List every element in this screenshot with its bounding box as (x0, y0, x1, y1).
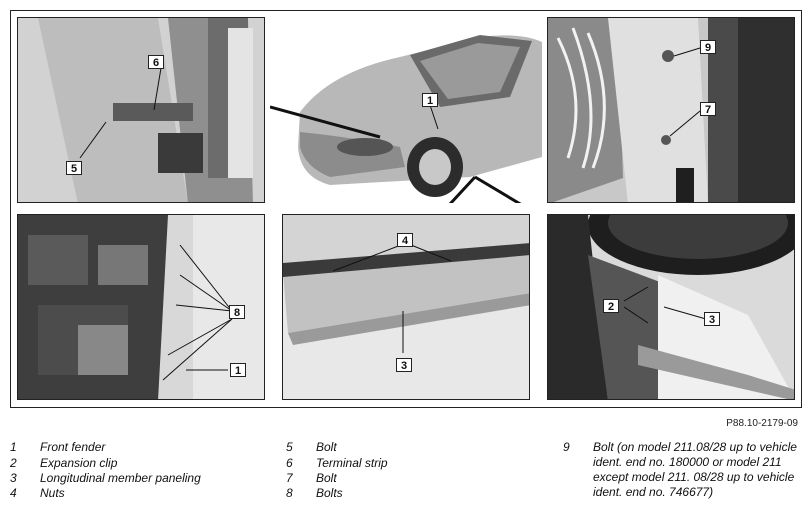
legend-label: Bolts (316, 486, 343, 500)
panel-fender-terminal-strip: 6 5 (17, 17, 265, 203)
panel-paneling-nuts: 4 3 (282, 214, 530, 400)
callout-6: 6 (148, 55, 164, 69)
car-overview: 1 (270, 17, 542, 203)
wheel-arch-illustration (548, 215, 794, 399)
figure-reference: P88.10-2179-09 (726, 418, 798, 429)
legend-label: Bolt (316, 471, 337, 485)
callout-3: 3 (704, 312, 720, 326)
legend-label: Nuts (40, 486, 65, 500)
legend-num: 6 (286, 456, 293, 470)
legend-num: 2 (10, 456, 17, 470)
legend-num: 3 (10, 471, 17, 485)
callout-7: 7 (700, 102, 716, 116)
legend-label: Bolt (316, 440, 337, 454)
callout-8: 8 (229, 305, 245, 319)
legend-label: Bolt (on model 211.08/28 up to vehicle i… (593, 440, 797, 499)
engine-bay-illustration (18, 215, 264, 399)
callout-3: 3 (396, 358, 412, 372)
callout-1: 1 (230, 363, 246, 377)
legend-num: 4 (10, 486, 17, 500)
panel-wheel-expansion-clips: 2 3 (547, 214, 795, 400)
callout-4: 4 (397, 233, 413, 247)
legend-label: Expansion clip (40, 456, 118, 470)
panel-engine-bay-bolts: 8 1 (17, 214, 265, 400)
car-illustration (270, 35, 542, 203)
callout-9: 9 (700, 40, 716, 54)
legend-label: Longitudinal member paneling (40, 471, 201, 485)
legend-num: 5 (286, 440, 293, 454)
legend-label: Front fender (40, 440, 106, 454)
legend-num: 1 (10, 440, 17, 454)
panel-bolts-9-7: 9 7 (547, 17, 795, 203)
bolts-illustration (548, 18, 794, 202)
legend-num: 8 (286, 486, 293, 500)
callout-1: 1 (422, 93, 438, 107)
fender-terminal-illustration (18, 18, 264, 202)
legend-num: 7 (286, 471, 293, 485)
callout-2: 2 (603, 299, 619, 313)
legend-label: Terminal strip (316, 456, 388, 470)
callout-5: 5 (66, 161, 82, 175)
legend-num: 9 (563, 440, 570, 454)
